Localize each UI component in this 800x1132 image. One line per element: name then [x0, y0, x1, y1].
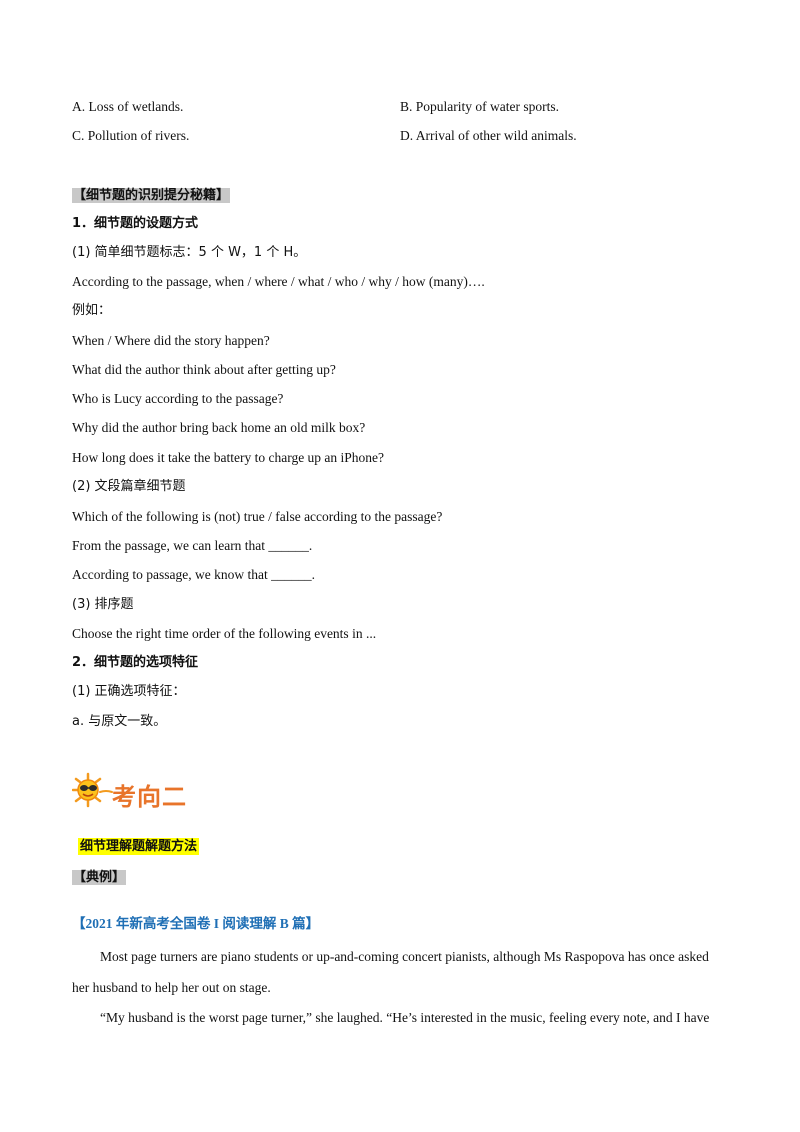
example-line: Why did the author bring back home an ol… — [72, 420, 366, 435]
tips-box-line: 【细节题的识别提分秘籍】 — [72, 186, 231, 205]
s2-item1-a: a. 与原文一致。 — [72, 714, 167, 729]
s1-item1: (1) 简单细节题标志：5 个 W，1 个 H。 — [72, 245, 307, 260]
passage-line: Most page turners are piano students or … — [100, 949, 709, 964]
example-line: When / Where did the story happen? — [72, 333, 270, 348]
source-title: 【2021 年新高考全国卷 I 阅读理解 B 篇】 — [72, 916, 320, 931]
section-heading-kaoxiang: 考向二 — [71, 772, 272, 816]
example-box-line: 【典例】 — [72, 868, 127, 887]
section2-title: 2．细节题的选项特征 — [72, 655, 199, 670]
s1-item2: (2) 文段篇章细节题 — [72, 479, 186, 494]
s1-item2-line: From the passage, we can learn that ____… — [72, 538, 313, 553]
option-b: B. Popularity of water sports. — [400, 99, 559, 114]
sun-sunglasses-icon — [71, 772, 113, 808]
passage-line: her husband to help her out on stage. — [72, 980, 271, 995]
example-line: How long does it take the battery to cha… — [72, 450, 385, 465]
option-d: D. Arrival of other wild animals. — [400, 128, 577, 143]
passage-line: “My husband is the worst page turner,” s… — [100, 1010, 710, 1025]
s1-item2-line: Which of the following is (not) true / f… — [72, 509, 443, 524]
option-a: A. Loss of wetlands. — [72, 99, 184, 114]
example-line: What did the author think about after ge… — [72, 362, 336, 377]
s1-item3: (3) 排序题 — [72, 597, 134, 612]
s1-example-label: 例如： — [72, 303, 112, 318]
s1-item3-line: Choose the right time order of the follo… — [72, 626, 377, 641]
option-c: C. Pollution of rivers. — [72, 128, 190, 143]
tips-box-heading: 【细节题的识别提分秘籍】 — [72, 188, 231, 203]
example-box-heading: 【典例】 — [72, 870, 127, 885]
heading2-text: 考向二 — [112, 783, 187, 811]
s1-item2-line: According to passage, we know that _____… — [72, 567, 315, 582]
s1-pattern: According to the passage, when / where /… — [72, 274, 485, 289]
method-title-line: 细节理解题解题方法 — [78, 837, 200, 856]
method-title: 细节理解题解题方法 — [78, 838, 200, 855]
section1-title: 1．细节题的设题方式 — [72, 216, 199, 231]
example-line: Who is Lucy according to the passage? — [72, 391, 284, 406]
s2-item1: (1) 正确选项特征： — [72, 684, 186, 699]
